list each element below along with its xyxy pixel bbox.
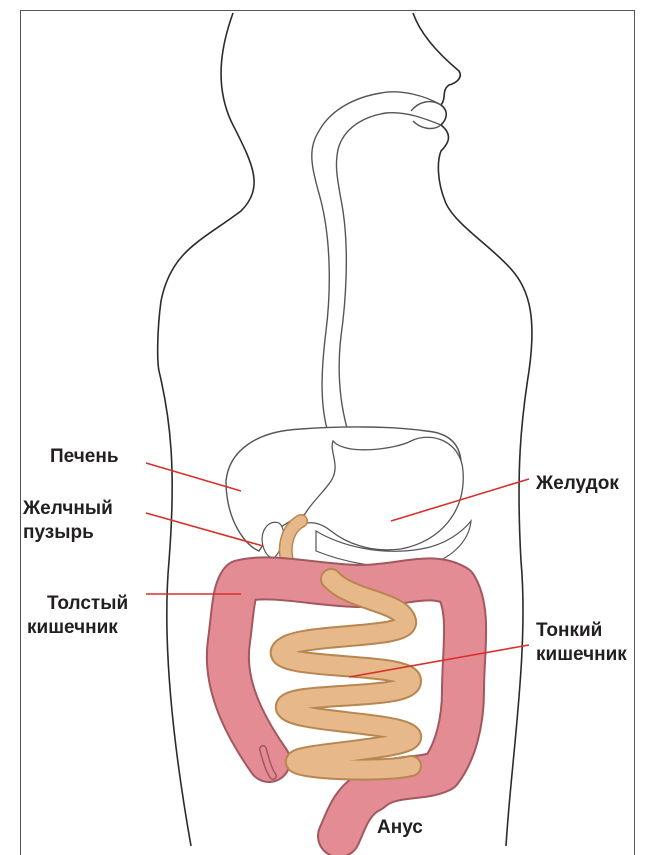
- label-liver: Печень: [50, 445, 119, 469]
- esophagus: [312, 92, 441, 441]
- small-intestine-shape: [281, 579, 411, 770]
- label-small-intestine-line1: Тонкий: [536, 619, 602, 643]
- label-small-intestine-line2: кишечник: [536, 643, 627, 667]
- digestive-system-illustration: [21, 11, 635, 855]
- diagram-frame: Печень Желчный пузырь Толстый кишечник Ж…: [20, 10, 635, 855]
- label-large-intestine-line1: Толстый: [47, 592, 128, 616]
- label-anus: Анус: [377, 816, 423, 840]
- label-stomach: Желудок: [536, 472, 619, 496]
- label-gallbladder-line2: пузырь: [23, 521, 94, 545]
- large-intestine-shape: [228, 578, 465, 836]
- label-large-intestine-line2: кишечник: [27, 616, 118, 640]
- label-gallbladder-line1: Желчный: [23, 497, 113, 521]
